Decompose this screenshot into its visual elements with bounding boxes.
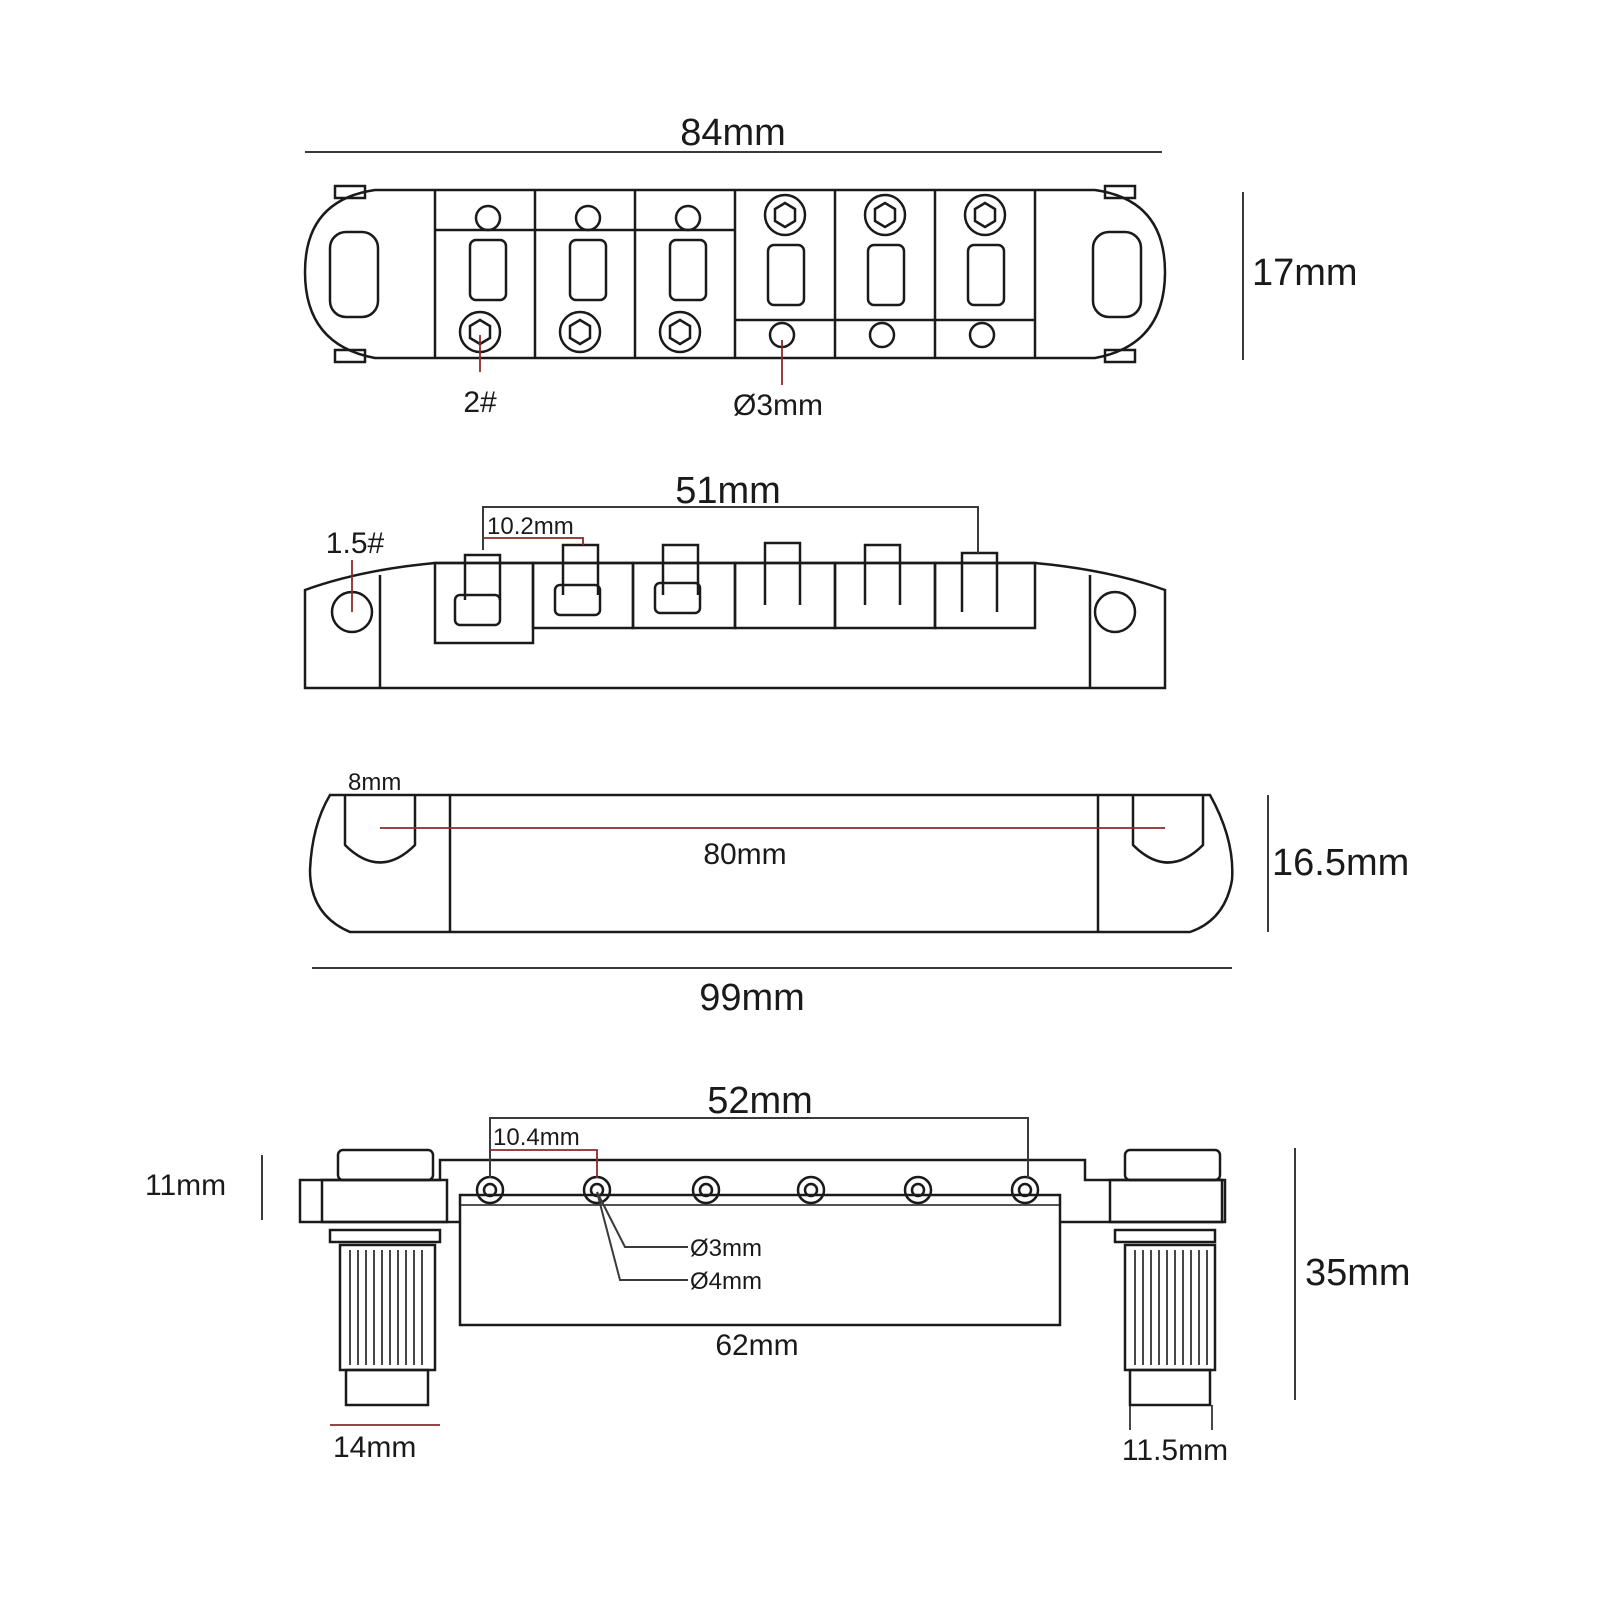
height-label: 16.5mm	[1272, 842, 1409, 884]
front-view: 52mm 10.4mm Ø3mm Ø4mm 62mm 11mm 35mm 14m…	[145, 1080, 1411, 1467]
bridge-body-top	[303, 188, 1167, 360]
tailpiece-block	[458, 1193, 1062, 1327]
stud-spacing-label: 80mm	[703, 838, 786, 871]
hole-diameter-label: Ø3mm	[733, 389, 823, 422]
stud-knurling	[349, 1250, 1208, 1365]
height-label: 17mm	[1252, 252, 1358, 294]
right-stud-label: 11.5mm	[1122, 1434, 1228, 1467]
left-stud-label: 14mm	[333, 1431, 416, 1464]
hole-small-label: Ø3mm	[690, 1235, 762, 1262]
top-view: 84mm	[303, 112, 1358, 422]
screw-size-label: 1.5#	[326, 527, 385, 560]
slot-width-label: 8mm	[348, 769, 401, 796]
tailpiece-body	[308, 793, 1234, 934]
spacing-label: 10.4mm	[493, 1124, 580, 1151]
side-view: 51mm 10.2mm 1.5#	[303, 470, 1167, 690]
tailpiece-view: 8mm 80mm 16.5mm 99mm	[308, 769, 1409, 1019]
span-label: 52mm	[707, 1080, 813, 1122]
saddles-top	[458, 193, 1007, 354]
hole-large-label: Ø4mm	[690, 1268, 762, 1295]
span-bracket	[489, 1117, 1029, 1178]
span-bracket	[482, 506, 979, 553]
block-width-label: 62mm	[715, 1329, 798, 1362]
span-label: 51mm	[675, 470, 781, 512]
screw-size-label: 2#	[463, 386, 497, 419]
spacing-label: 10.2mm	[487, 513, 574, 540]
width-label: 84mm	[680, 112, 786, 154]
saddle-dividers	[433, 190, 1037, 358]
bar-height-label: 11mm	[145, 1169, 226, 1202]
total-height-label: 35mm	[1305, 1252, 1411, 1294]
length-label: 99mm	[699, 977, 805, 1019]
